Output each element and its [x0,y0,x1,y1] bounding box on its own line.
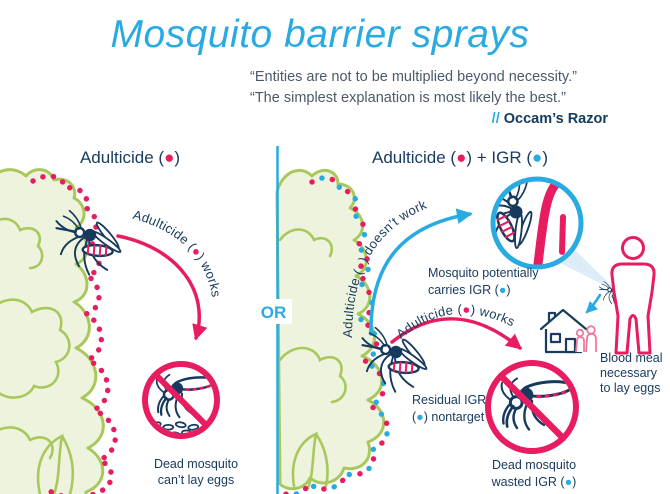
igr-residue-bar [533,181,563,265]
adulticide-doesnt-work-arrow [369,208,473,336]
left-panel-heading: Adulticide (●) [80,148,180,167]
quote-attribution: // Occam’s Razor [492,111,609,127]
carrier-label-line1: Mosquito potentially [428,266,539,280]
bush-left-outline [0,168,105,494]
left-arrow-label: Adulticide (●) works [131,207,224,299]
adulticide-dot-icon: ● [462,302,471,317]
or-label: OR [261,303,287,322]
bush-left-icon [0,168,118,494]
carrier-label-line2: carries IGR (●) [428,283,511,297]
attribution-slashes: // [492,111,504,127]
callout-wedge [556,249,618,292]
residual-label-line2: (●) nontarget [412,410,485,424]
right-red-arrow-label: Adulticide (●) works [393,302,517,342]
blood-meal-line1: Blood meal [600,351,663,365]
quote-line-2: “The simplest explanation is most likely… [250,90,566,106]
bush-right-outline [275,168,386,491]
to-house-arrow [585,293,602,314]
attribution-name: Occam’s Razor [504,111,609,127]
bush-right-inner-lines [278,228,347,490]
prohibition-slash-icon [497,372,567,442]
page-title: Mosquito barrier sprays [111,13,530,56]
igr-dot-icon: ● [532,148,542,167]
bush-left-inner-lines [0,217,75,494]
right-result-line2: wasted IGR (●) [491,475,577,489]
left-result-line2: can’t lay eggs [158,473,234,487]
blood-meal-line2: necessary [600,366,658,380]
igr-dot-icon: ● [499,283,507,297]
person-icon [610,236,656,355]
adulticide-works-arrow [116,234,208,341]
adulticide-dot-icon: ● [456,148,466,167]
blood-meal-line3: to lay eggs [600,381,660,395]
magnified-view-icon [490,176,584,270]
dead-mosquito-wasted-igr-icon [485,360,579,454]
barrier-dots-red-blue [279,175,391,494]
igr-dot-icon: ● [565,475,573,489]
barrier-dots-red [30,173,118,494]
adulticide-works-arrow-right [390,316,523,350]
right-result-line1: Dead mosquito [492,458,576,472]
family-icon [575,325,597,353]
left-result-line1: Dead mosquito [154,457,238,471]
right-panel-heading: Adulticide (●) + IGR (●) [372,148,548,167]
prohibition-slash-icon [153,372,209,428]
or-label-background [255,299,292,324]
residual-label-line1: Residual IGR [412,393,486,407]
dead-mosquito-no-eggs-icon [142,361,220,439]
quote-line-1: “Entities are not to be multiplied beyon… [250,69,577,85]
bush-right-icon [275,168,391,494]
igr-dot-icon: ● [416,410,424,424]
adulticide-dot-icon: ● [164,148,174,167]
igr-residue-bar [559,214,566,255]
